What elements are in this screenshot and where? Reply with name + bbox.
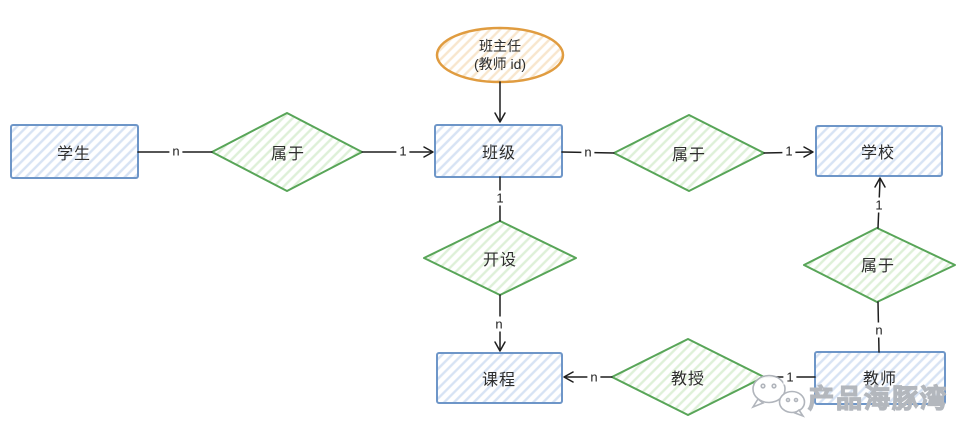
arrowhead-into-class-top	[494, 112, 506, 123]
cardinality-offers-course: n	[492, 316, 506, 332]
cardinality-belongs1-class: 1	[396, 143, 410, 159]
arrowhead-into-course-top	[494, 341, 506, 352]
cardinality-student-belongs1: n	[169, 143, 183, 159]
arrowhead-into-school-left	[803, 146, 814, 158]
arrowhead-into-course-right	[563, 371, 574, 383]
wechat-icon	[751, 374, 806, 418]
relationship-teaches-label: 教授	[670, 371, 706, 388]
watermark-text: 产品海豚湾	[807, 383, 949, 414]
cardinality-belongs2-school: 1	[782, 143, 796, 159]
relationship-belongs1-label: 属于	[270, 146, 306, 163]
arrowhead-into-school-bottom	[874, 177, 886, 188]
relationship-offers-diamond	[423, 220, 577, 296]
entity-school-label: 学校	[860, 145, 896, 162]
entity-class-box	[434, 124, 563, 178]
cardinality-belongs3-school: 1	[872, 197, 886, 213]
cardinality-class-offers: 1	[493, 190, 507, 206]
cardinality-teacher-belongs3: n	[872, 322, 886, 338]
arrowhead-into-class-left	[423, 146, 434, 158]
cardinality-teaches-course: n	[587, 369, 601, 385]
entity-school-box	[815, 125, 943, 177]
attribute-label: 班主任 (教师 id)	[474, 37, 526, 73]
entity-teacher-label: 教师	[862, 371, 898, 388]
relationship-belongs3-label: 属于	[860, 258, 896, 275]
cardinality-teacher-teaches: 1	[783, 369, 797, 385]
relationship-belongs3-diamond	[803, 227, 956, 303]
attribute-label-line1: 班主任	[479, 38, 521, 54]
entity-course-label: 课程	[481, 372, 517, 389]
relationship-belongs2-label: 属于	[671, 147, 707, 164]
attribute-label-line2: (教师 id)	[473, 56, 527, 72]
entity-teacher-box	[814, 351, 946, 405]
entity-student-label: 学生	[56, 146, 92, 163]
entity-course-box	[436, 352, 563, 404]
cardinality-class-belongs2: n	[581, 144, 595, 160]
relationship-offers-label: 开设	[482, 252, 518, 269]
entity-class-label: 班级	[481, 145, 517, 162]
